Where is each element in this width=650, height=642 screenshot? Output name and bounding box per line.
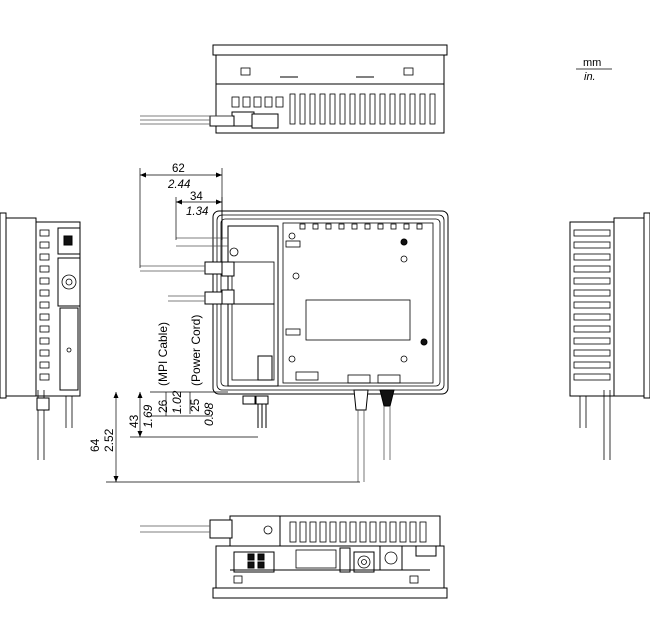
- unit-inch: in.: [584, 71, 596, 83]
- dim-25-mm: 25: [188, 398, 202, 412]
- unit-mm: mm: [583, 57, 601, 69]
- bottom-vents: [289, 521, 427, 543]
- dim-43-in: 1.69: [141, 404, 155, 428]
- right-slots: [573, 229, 611, 381]
- dim-34-in: 1.34: [186, 206, 208, 218]
- top-notches: [299, 223, 423, 230]
- dim-34-mm: 34: [190, 191, 203, 203]
- dim-62-mm: 62: [172, 163, 185, 175]
- dim-43: 43 1.69: [127, 392, 258, 438]
- dim-25-in: 0.98: [202, 402, 216, 426]
- dim-26-label: (MPI Cable): [156, 322, 170, 386]
- left-slots: [39, 229, 50, 381]
- rear-view: [140, 210, 449, 482]
- dim-64-in: 2.52: [102, 428, 116, 452]
- rear-screws: [288, 232, 428, 363]
- dim-25-label: (Power Cord): [189, 315, 203, 386]
- right-side-view: [569, 212, 650, 460]
- dim-64: 64 2.52: [88, 392, 360, 483]
- dim-26-in: 1.02: [170, 390, 184, 414]
- dim-64-mm: 64: [88, 438, 102, 452]
- bottom-view: [140, 515, 448, 599]
- dim-62: 62 2.44: [139, 163, 223, 268]
- dim-26-mm: 26: [156, 399, 170, 413]
- dim-26-mpi: (MPI Cable) 26 1.02: [150, 322, 228, 417]
- dim-43-mm: 43: [127, 414, 141, 428]
- top-view: [140, 44, 448, 134]
- dim-62-in: 2.44: [167, 179, 190, 191]
- top-vents: [231, 93, 436, 125]
- dim-34: 34 1.34: [175, 191, 223, 240]
- units-legend: mm in.: [576, 57, 612, 83]
- dim-25-power: (Power Cord) 25 0.98: [188, 315, 216, 426]
- left-side-view: [0, 212, 81, 460]
